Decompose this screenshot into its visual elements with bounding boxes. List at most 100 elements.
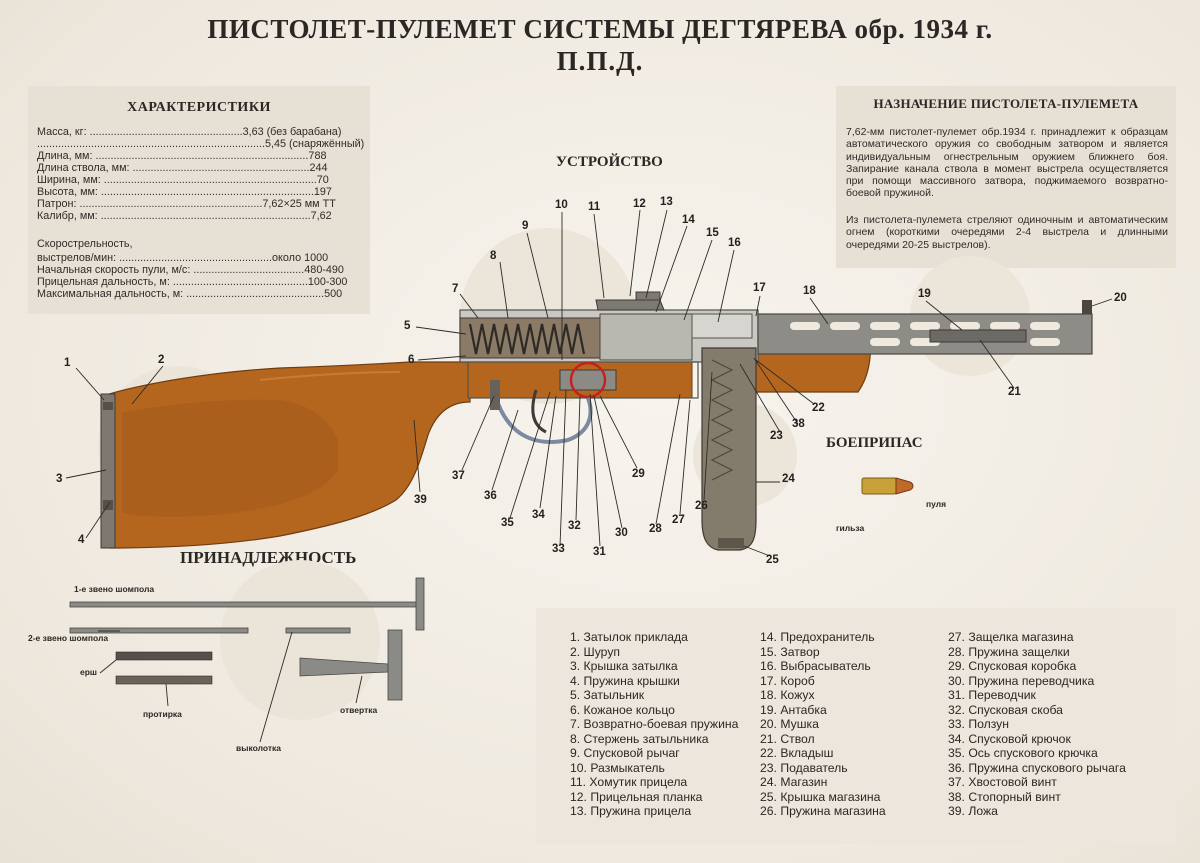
legend-item: 12. Прицельная планка (570, 789, 703, 804)
callout-20: 20 (1114, 292, 1127, 304)
legend-item: 6. Кожаное кольцо (570, 702, 675, 717)
screwdriver-label: отвертка (340, 705, 378, 715)
spec-line: Скорострельность, (37, 238, 133, 250)
poster-title: ПИСТОЛЕТ-ПУЛЕМЕТ СИСТЕМЫ ДЕГТЯРЕВА обр. … (207, 14, 993, 44)
callout-9: 9 (522, 220, 529, 232)
front-sight (1082, 300, 1092, 314)
purpose-paragraph-2: Из пистолета-пулемета стреляют одиночным… (846, 214, 1168, 251)
stock-grain (122, 399, 338, 517)
callout-5: 5 (404, 320, 411, 332)
ammo-heading: БОЕПРИПАС (826, 435, 923, 451)
recoil-spring (468, 323, 586, 355)
callout-8: 8 (490, 250, 497, 262)
legend-item: 1. Затылок приклада (570, 630, 688, 644)
callout-4: 4 (78, 534, 85, 546)
bolt (599, 313, 693, 361)
legend-column-1: 1. Затылок приклада 2. Шуруп 3. Крышка з… (570, 630, 738, 819)
leader-lines (65, 209, 1113, 743)
legend-item: 24. Магазин (760, 775, 828, 789)
wiper (115, 675, 213, 685)
bullet-label: пуля (926, 499, 947, 509)
device-heading: УСТРОЙСТВО (556, 154, 663, 170)
callout-18: 18 (803, 285, 816, 297)
jacket-vents (790, 322, 1060, 346)
punch-label: выколотка (236, 743, 282, 753)
legend-item: 39. Ложа (948, 804, 998, 818)
legend-item: 32. Спусковая скоба (948, 702, 1063, 717)
bg-circle (220, 560, 380, 720)
magazine-spring (710, 359, 734, 481)
spec-line: Масса, кг: .............................… (37, 126, 342, 138)
legend-item: 33. Ползун (948, 717, 1009, 731)
legend-item: 34. Спусковой крючок (948, 731, 1071, 746)
legend-item: 14. Предохранитель (760, 630, 875, 644)
callout-29: 29 (632, 468, 645, 480)
callout-36: 36 (484, 490, 497, 502)
purpose-paragraph-1: 7,62-мм пистолет-пулемет обр.1934 г. при… (846, 126, 1168, 200)
legend-item: 8. Стержень затыльника (570, 731, 709, 746)
callout-25: 25 (766, 554, 779, 566)
callout-3: 3 (56, 473, 63, 485)
legend-column-3: 27. Защелка магазина 28. Пружина защелки… (948, 630, 1126, 819)
callout-39: 39 (414, 494, 427, 506)
spec-line: Длина ствола, мм: ......................… (37, 162, 328, 174)
legend-item: 13. Пружина прицела (570, 804, 692, 818)
rod2-label: 2-е звено шомпола (28, 633, 109, 643)
sight-leaf (635, 291, 661, 301)
brush (115, 651, 213, 661)
purpose-panel: НАЗНАЧЕНИЕ ПИСТОЛЕТА-ПУЛЕМЕТА 7,62-мм пи… (836, 86, 1176, 268)
rear-sight (595, 299, 665, 311)
bullet (895, 477, 914, 495)
spec-line: Прицельная дальность, м: ...............… (37, 276, 348, 288)
legend-item: 16. Выбрасыватель (760, 659, 871, 673)
legend-item: 27. Защелка магазина (948, 630, 1074, 644)
legend-item: 15. Затвор (760, 644, 820, 659)
spec-line: выстрелов/мин: .........................… (37, 252, 329, 264)
cartridge-case (861, 477, 897, 495)
spec-line: Калибр, мм: ............................… (37, 210, 332, 222)
callout-11: 11 (588, 201, 601, 213)
rod-link-2 (69, 627, 249, 634)
legend-item: 2. Шуруп (570, 644, 621, 659)
spec-line: Ширина, мм: ............................… (37, 174, 329, 186)
callout-33: 33 (552, 543, 565, 555)
callout-17: 17 (753, 282, 766, 294)
magazine-cover (718, 538, 744, 548)
legend-item: 29. Спусковая коробка (948, 659, 1077, 673)
legend-item: 4. Пружина крышки (570, 673, 680, 688)
callout-37: 37 (452, 470, 465, 482)
ejector (691, 313, 753, 339)
legend-item: 3. Крышка затылка (570, 659, 678, 673)
highlight-circle (569, 361, 607, 399)
callout-19: 19 (918, 288, 931, 300)
spec-line: ........................................… (37, 138, 365, 150)
legend-item: 21. Ствол (760, 731, 815, 746)
screwdriver-handle (387, 629, 403, 701)
callout-21: 21 (1008, 386, 1021, 398)
callout-10: 10 (555, 199, 568, 211)
rod-handle (415, 577, 425, 631)
spec-line: Начальная скорость пули, м/с: ..........… (37, 264, 344, 276)
callout-28: 28 (649, 523, 662, 535)
legend-item: 23. Подаватель (760, 760, 848, 775)
trigger (531, 389, 547, 434)
legend-item: 28. Пружина защелки (948, 644, 1070, 659)
callout-7: 7 (452, 283, 459, 295)
legend-item: 7. Возвратно-боевая пружина (570, 717, 739, 731)
legend-item: 25. Крышка магазина (760, 789, 881, 804)
callout-31: 31 (593, 546, 606, 558)
legend-item: 30. Пружина переводчика (948, 673, 1095, 688)
legend-item: 20. Мушка (760, 717, 819, 731)
callout-12: 12 (633, 198, 646, 210)
legend-item: 36. Пружина спускового рычага (948, 760, 1126, 775)
punch (285, 627, 351, 634)
callout-30: 30 (615, 527, 628, 539)
callout-2: 2 (158, 354, 165, 366)
legend-item: 35. Ось спускового крючка (948, 746, 1098, 760)
callout-26: 26 (695, 500, 708, 512)
spec-line: Длина, мм: .............................… (37, 150, 327, 162)
callout-38: 38 (792, 418, 805, 430)
callout-34: 34 (532, 509, 545, 521)
